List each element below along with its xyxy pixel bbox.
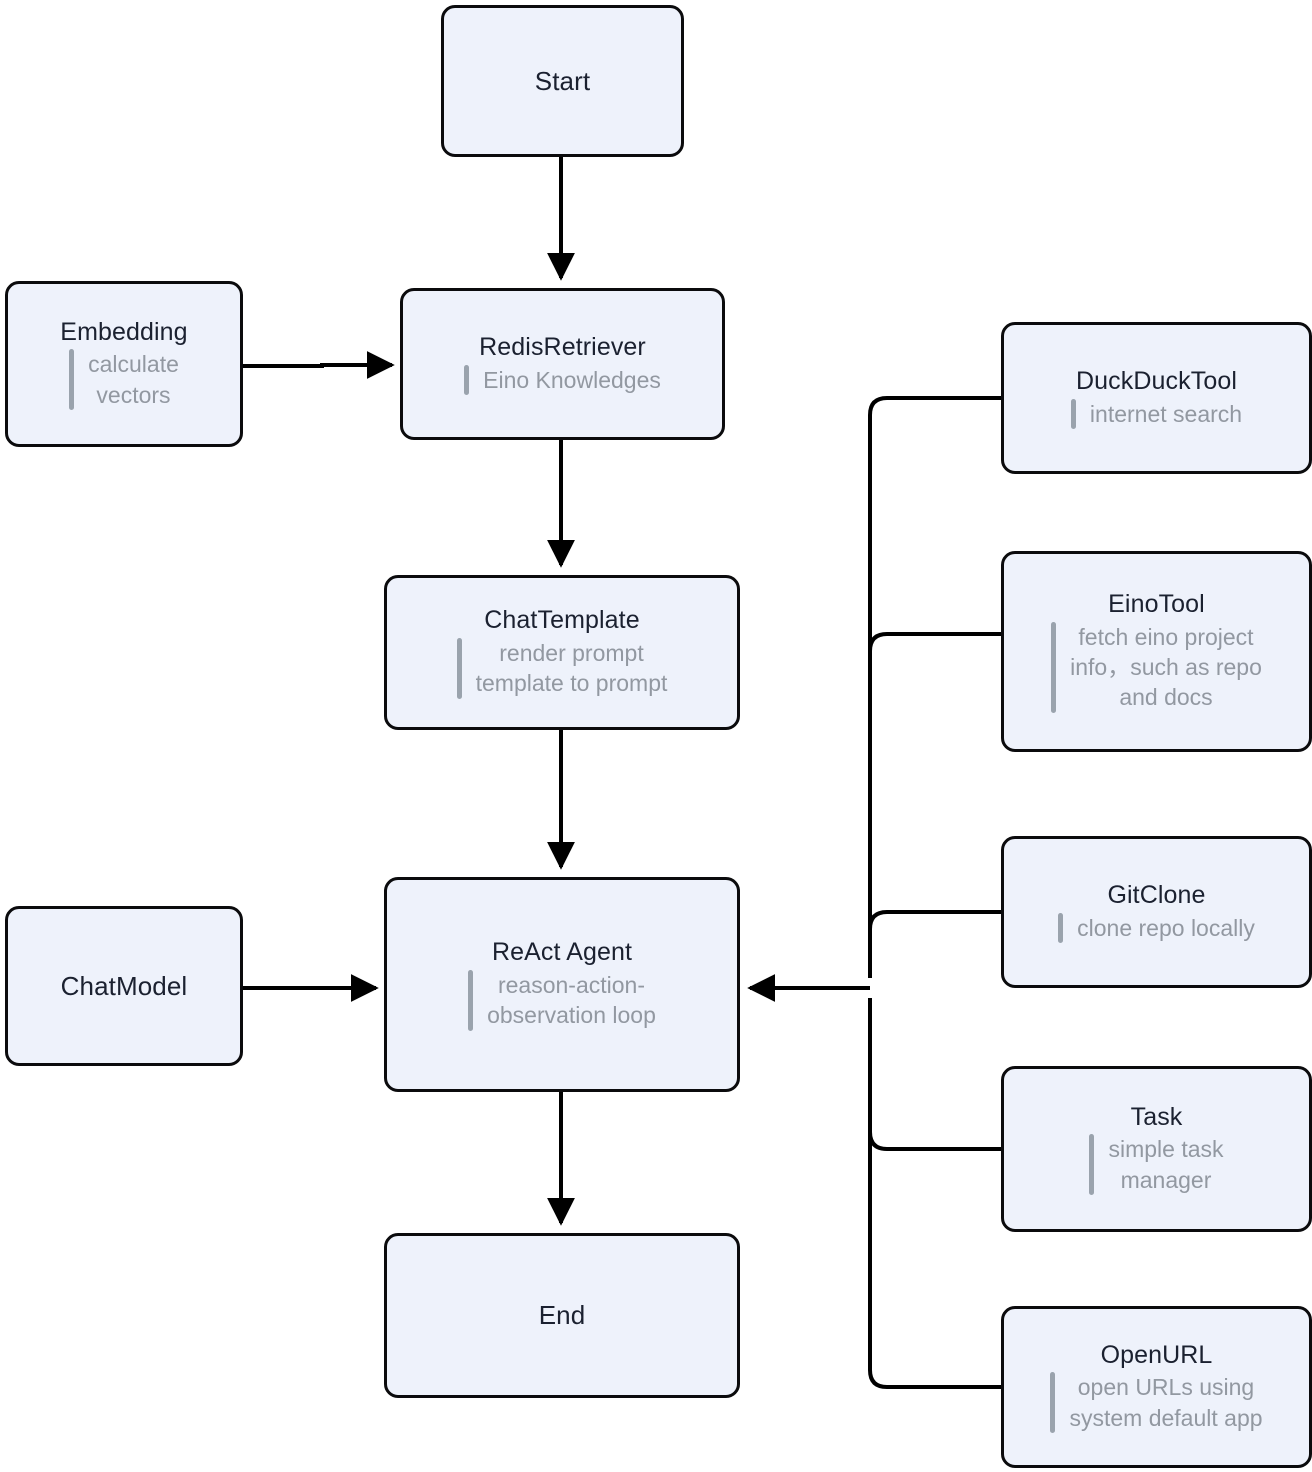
node-end-title: End bbox=[538, 1300, 586, 1331]
node-react-agent-body: reason-action- observation loop bbox=[468, 969, 656, 1031]
accent-bar-icon bbox=[1089, 1134, 1095, 1196]
edge-tools-to-react-agent bbox=[747, 396, 1001, 1389]
node-chattemplate[interactable]: ChatTemplate render prompt template to p… bbox=[384, 575, 740, 730]
node-gitclone-title: GitClone bbox=[1107, 881, 1206, 910]
node-gitclone-body: clone repo locally bbox=[1058, 912, 1255, 943]
node-task-body: simple task manager bbox=[1089, 1134, 1224, 1196]
node-end[interactable]: End bbox=[384, 1233, 740, 1398]
node-task-title: Task bbox=[1130, 1102, 1183, 1131]
accent-bar-icon bbox=[1058, 912, 1064, 943]
node-chatmodel-title: ChatModel bbox=[60, 970, 188, 1001]
node-redisretriever[interactable]: RedisRetriever Eino Knowledges bbox=[400, 288, 725, 440]
node-chattemplate-body: render prompt template to prompt bbox=[456, 637, 668, 699]
accent-bar-icon bbox=[468, 969, 474, 1031]
node-gitclone-subtitle: clone repo locally bbox=[1077, 914, 1255, 941]
node-chatmodel[interactable]: ChatModel bbox=[5, 906, 243, 1066]
node-embedding-title: Embedding bbox=[60, 317, 188, 346]
node-chattemplate-subtitle: render prompt template to prompt bbox=[475, 639, 668, 697]
node-einotool-body: fetch eino project info，such as repo and… bbox=[1051, 621, 1262, 713]
node-react-agent-title: ReAct Agent bbox=[491, 938, 633, 967]
node-openurl-title: OpenURL bbox=[1100, 1340, 1213, 1369]
node-redisretriever-subtitle: Eino Knowledges bbox=[483, 366, 661, 393]
node-start-title: Start bbox=[534, 65, 591, 96]
node-duckducktool[interactable]: DuckDuckTool internet search bbox=[1001, 322, 1312, 474]
accent-bar-icon bbox=[69, 349, 75, 411]
node-redisretriever-body: Eino Knowledges bbox=[464, 364, 661, 395]
node-openurl-subtitle: open URLs using system default app bbox=[1069, 1374, 1263, 1431]
node-embedding-subtitle: calculate vectors bbox=[88, 351, 179, 408]
node-einotool[interactable]: EinoTool fetch eino project info，such as… bbox=[1001, 551, 1312, 752]
accent-bar-icon bbox=[1050, 1372, 1056, 1434]
accent-bar-icon bbox=[456, 637, 462, 699]
node-redisretriever-title: RedisRetriever bbox=[479, 333, 646, 362]
node-openurl[interactable]: OpenURL open URLs using system default a… bbox=[1001, 1306, 1312, 1468]
node-gitclone[interactable]: GitClone clone repo locally bbox=[1001, 836, 1312, 988]
node-duckducktool-title: DuckDuckTool bbox=[1076, 367, 1237, 396]
node-react-agent-subtitle: reason-action- observation loop bbox=[487, 971, 656, 1029]
node-einotool-subtitle: fetch eino project info，such as repo and… bbox=[1070, 623, 1262, 711]
node-embedding-body: calculate vectors bbox=[69, 349, 179, 411]
node-react-agent[interactable]: ReAct Agent reason-action- observation l… bbox=[384, 877, 740, 1092]
edge-embedding-to-redisretriever bbox=[243, 351, 395, 379]
node-duckducktool-subtitle: internet search bbox=[1089, 400, 1243, 427]
node-task[interactable]: Task simple task manager bbox=[1001, 1066, 1312, 1232]
node-openurl-body: open URLs using system default app bbox=[1050, 1372, 1263, 1434]
node-task-subtitle: simple task manager bbox=[1108, 1136, 1224, 1193]
node-duckducktool-body: internet search bbox=[1070, 398, 1243, 429]
accent-bar-icon bbox=[464, 364, 470, 395]
accent-bar-icon bbox=[1070, 398, 1076, 429]
node-start[interactable]: Start bbox=[441, 5, 684, 157]
node-embedding[interactable]: Embedding calculate vectors bbox=[5, 281, 243, 447]
node-einotool-title: EinoTool bbox=[1108, 590, 1205, 619]
accent-bar-icon bbox=[1051, 621, 1057, 713]
node-chattemplate-title: ChatTemplate bbox=[484, 606, 640, 635]
